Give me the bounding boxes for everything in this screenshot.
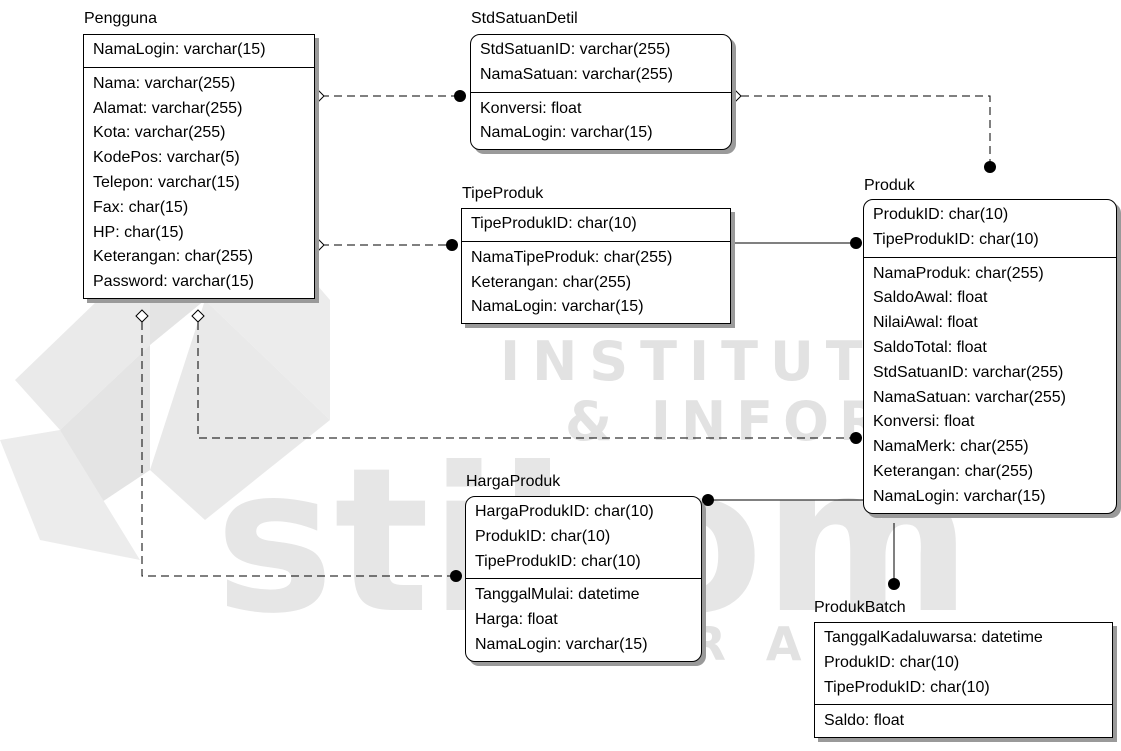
primary-key-section: NamaLogin: varchar(15)	[84, 35, 314, 68]
entity-hargaproduk: HargaProdukID: char(10) ProdukID: char(1…	[465, 496, 702, 662]
rel-diamond-marker	[728, 89, 742, 103]
attribute-section: Saldo: float	[815, 705, 1112, 737]
rel-dot-marker	[850, 237, 862, 249]
attribute-section: NamaProduk: char(255) SaldoAwal: float N…	[864, 258, 1116, 513]
primary-key-section: StdSatuanID: varchar(255) NamaSatuan: va…	[471, 35, 731, 93]
rel-produk-hargaproduk	[702, 494, 864, 506]
entity-title-produkbatch: ProdukBatch	[814, 599, 906, 616]
attribute: NamaProduk: char(255)	[873, 264, 1044, 282]
rel-tipeproduk-produk	[731, 237, 862, 249]
primary-key-section: TanggalKadaluwarsa: datetime ProdukID: c…	[815, 623, 1112, 706]
attribute-section: TanggalMulai: datetime Harga: float Nama…	[466, 579, 701, 660]
rel-pengguna-tipeproduk	[311, 238, 458, 252]
attribute: Harga: float	[475, 611, 558, 629]
attribute: KodePos: varchar(5)	[93, 149, 240, 167]
pk-attribute: HargaProdukID: char(10)	[475, 503, 654, 520]
attribute: HP: char(15)	[93, 223, 184, 241]
entity-produkbatch: TanggalKadaluwarsa: datetime ProdukID: c…	[814, 622, 1113, 739]
attribute: Password: varchar(15)	[93, 273, 254, 291]
rel-dot-marker	[454, 90, 466, 102]
primary-key-section: TipeProdukID: char(10)	[462, 209, 730, 242]
rel-diamond-marker	[311, 238, 325, 252]
attribute: Konversi: float	[480, 99, 582, 117]
attribute: Saldo: float	[824, 712, 905, 730]
attribute: Nama: varchar(255)	[93, 74, 236, 92]
pk-attribute: StdSatuanID: varchar(255)	[480, 41, 671, 58]
attribute: NamaLogin: varchar(15)	[873, 487, 1046, 505]
attribute: TanggalMulai: datetime	[475, 586, 640, 604]
attribute: NilaiAwal: float	[873, 314, 978, 332]
entity-title-produk: Produk	[864, 177, 915, 194]
entity-title-tipeproduk: TipeProduk	[462, 185, 544, 202]
entity-title-hargaproduk: HargaProduk	[466, 473, 561, 490]
attribute: Konversi: float	[873, 413, 975, 431]
attribute: Fax: char(15)	[93, 198, 189, 216]
pk-attribute: ProdukID: char(10)	[873, 206, 1009, 223]
attribute-section: NamaTipeProduk: char(255) Keterangan: ch…	[462, 242, 730, 323]
primary-key-section: HargaProdukID: char(10) ProdukID: char(1…	[466, 497, 701, 580]
rel-diamond-marker	[311, 89, 325, 103]
attribute: NamaTipeProduk: char(255)	[471, 248, 673, 266]
attribute: NamaLogin: varchar(15)	[471, 298, 644, 316]
rel-stdsatuandetil-produk	[728, 89, 996, 173]
attribute: NamaSatuan: varchar(255)	[873, 388, 1066, 406]
entity-tipeproduk: TipeProdukID: char(10) NamaTipeProduk: c…	[461, 208, 731, 325]
attribute-section: Nama: varchar(255) Alamat: varchar(255) …	[84, 68, 314, 298]
rel-dot-marker	[888, 578, 900, 590]
entity-stdsatuandetil: StdSatuanID: varchar(255) NamaSatuan: va…	[470, 34, 732, 151]
pk-attribute: ProdukID: char(10)	[475, 527, 611, 545]
attribute: Keterangan: char(255)	[471, 273, 632, 291]
rel-dot-marker	[446, 239, 458, 251]
attribute: StdSatuanID: varchar(255)	[873, 363, 1064, 381]
entity-pengguna: NamaLogin: varchar(15) Nama: varchar(255…	[83, 34, 315, 299]
entity-title-pengguna: Pengguna	[84, 10, 157, 27]
rel-diamond-marker	[191, 309, 205, 323]
attribute: SaldoTotal: float	[873, 338, 987, 356]
pk-attribute: NamaSatuan: varchar(255)	[480, 65, 673, 83]
rel-pengguna-hargaproduk	[135, 309, 462, 582]
pk-attribute: TanggalKadaluwarsa: datetime	[824, 629, 1043, 646]
rel-produk-produkbatch	[888, 523, 900, 590]
attribute: Keterangan: char(255)	[873, 462, 1034, 480]
rel-diamond-marker	[135, 309, 149, 323]
attribute: NamaLogin: varchar(15)	[480, 124, 653, 142]
rel-dot-marker	[450, 570, 462, 582]
attribute: Keterangan: char(255)	[93, 248, 254, 266]
attribute-section: Konversi: float NamaLogin: varchar(15)	[471, 93, 731, 150]
primary-key-section: ProdukID: char(10) TipeProdukID: char(10…	[864, 200, 1116, 258]
attribute: Alamat: varchar(255)	[93, 99, 243, 117]
attribute: NamaMerk: char(255)	[873, 438, 1029, 456]
attribute: NamaLogin: varchar(15)	[475, 635, 648, 653]
pk-attribute: NamaLogin: varchar(15)	[93, 41, 266, 58]
rel-dot-marker	[984, 161, 996, 173]
pk-attribute: ProdukID: char(10)	[824, 653, 960, 671]
rel-dot-marker	[702, 494, 714, 506]
attribute: SaldoAwal: float	[873, 289, 988, 307]
rel-pengguna-produk	[191, 309, 862, 444]
pk-attribute: TipeProdukID: char(10)	[824, 678, 990, 696]
entity-title-stdsatuandetil: StdSatuanDetil	[471, 10, 578, 27]
pk-attribute: TipeProdukID: char(10)	[475, 552, 641, 570]
attribute: Telepon: varchar(15)	[93, 173, 240, 191]
entity-produk: ProdukID: char(10) TipeProdukID: char(10…	[863, 199, 1117, 514]
attribute: Kota: varchar(255)	[93, 124, 226, 142]
pk-attribute: TipeProdukID: char(10)	[471, 215, 637, 232]
rel-pengguna-stdsatuandetil	[311, 89, 466, 103]
pk-attribute: TipeProdukID: char(10)	[873, 230, 1039, 248]
relationships	[135, 89, 996, 590]
rel-dot-marker	[850, 432, 862, 444]
